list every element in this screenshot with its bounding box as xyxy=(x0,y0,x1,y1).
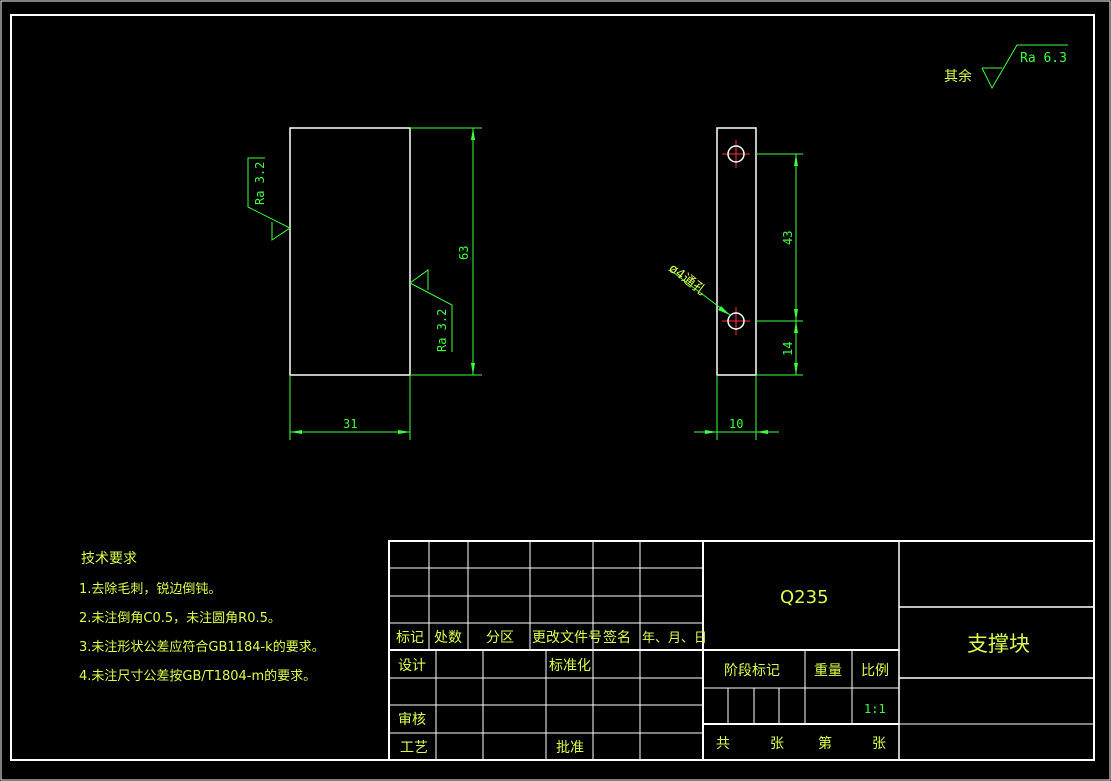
label-weight: 重量 xyxy=(814,663,842,679)
rev-header-zone: 分区 xyxy=(486,630,514,646)
front-ra-right: Ra 3.2 xyxy=(435,309,449,352)
hole-bottom xyxy=(722,307,750,335)
side-hole-note: ø4通孔 xyxy=(666,261,709,298)
side-dim-width: 10 xyxy=(729,417,743,431)
hole-top xyxy=(722,140,750,168)
label-design: 设计 xyxy=(398,658,426,674)
title-block xyxy=(388,540,1095,761)
tech-item: 1.去除毛刺，锐边倒钝。 xyxy=(79,582,221,597)
title-block-text: 标记 处数 分区 更改文件号 签名 年、月、日 设计 标准化 审核 工艺 批准 … xyxy=(396,587,1030,756)
label-sheets: 张 xyxy=(770,736,784,752)
tech-item: 4.未注尺寸公差按GB/T1804-m的要求。 xyxy=(79,668,316,684)
side-view: ø4通孔 43 14 10 xyxy=(666,127,803,440)
label-sheet: 张 xyxy=(872,736,886,752)
front-dim-width: 31 xyxy=(343,417,357,431)
label-process: 工艺 xyxy=(400,740,428,756)
roughness-other-label: 其余 xyxy=(944,68,972,85)
tech-requirements: 技术要求 1.去除毛刺，锐边倒钝。 2.未注倒角C0.5，未注圆角R0.5。 3… xyxy=(79,551,325,684)
rev-header-count: 处数 xyxy=(434,630,462,646)
rev-header-docno: 更改文件号 xyxy=(532,630,602,646)
tech-title: 技术要求 xyxy=(81,551,137,567)
side-dim-spacing: 43 xyxy=(781,231,795,245)
label-total: 共 xyxy=(716,736,730,752)
rev-header-mark: 标记 xyxy=(396,630,424,646)
label-standardize: 标准化 xyxy=(549,658,591,674)
part-name: 支撑块 xyxy=(967,632,1030,656)
front-ra-left: Ra 3.2 xyxy=(253,162,267,205)
front-view: Ra 3.2 Ra 3.2 63 31 xyxy=(247,127,482,440)
side-dim-bottom: 14 xyxy=(781,342,795,356)
label-sheet-no: 第 xyxy=(818,735,832,752)
side-view-outline xyxy=(716,127,757,376)
roughness-other-symbol: 其余 Ra 6.3 xyxy=(944,44,1068,90)
front-dim-height: 63 xyxy=(457,246,471,260)
label-scale: 比例 xyxy=(861,663,889,679)
scale-value: 1:1 xyxy=(864,702,886,716)
label-stage-mark: 阶段标记 xyxy=(724,663,780,679)
label-review: 审核 xyxy=(398,712,426,728)
front-view-outline xyxy=(289,127,411,376)
rev-header-sign: 签名 xyxy=(603,629,631,646)
tech-item: 3.未注形状公差应符合GB1184-k的要求。 xyxy=(79,639,325,655)
rev-header-date: 年、月、日 xyxy=(642,631,707,646)
material-value: Q235 xyxy=(780,587,829,608)
label-approve: 批准 xyxy=(556,740,584,756)
roughness-other-value: Ra 6.3 xyxy=(1020,51,1067,66)
tech-item: 2.未注倒角C0.5，未注圆角R0.5。 xyxy=(79,611,281,626)
